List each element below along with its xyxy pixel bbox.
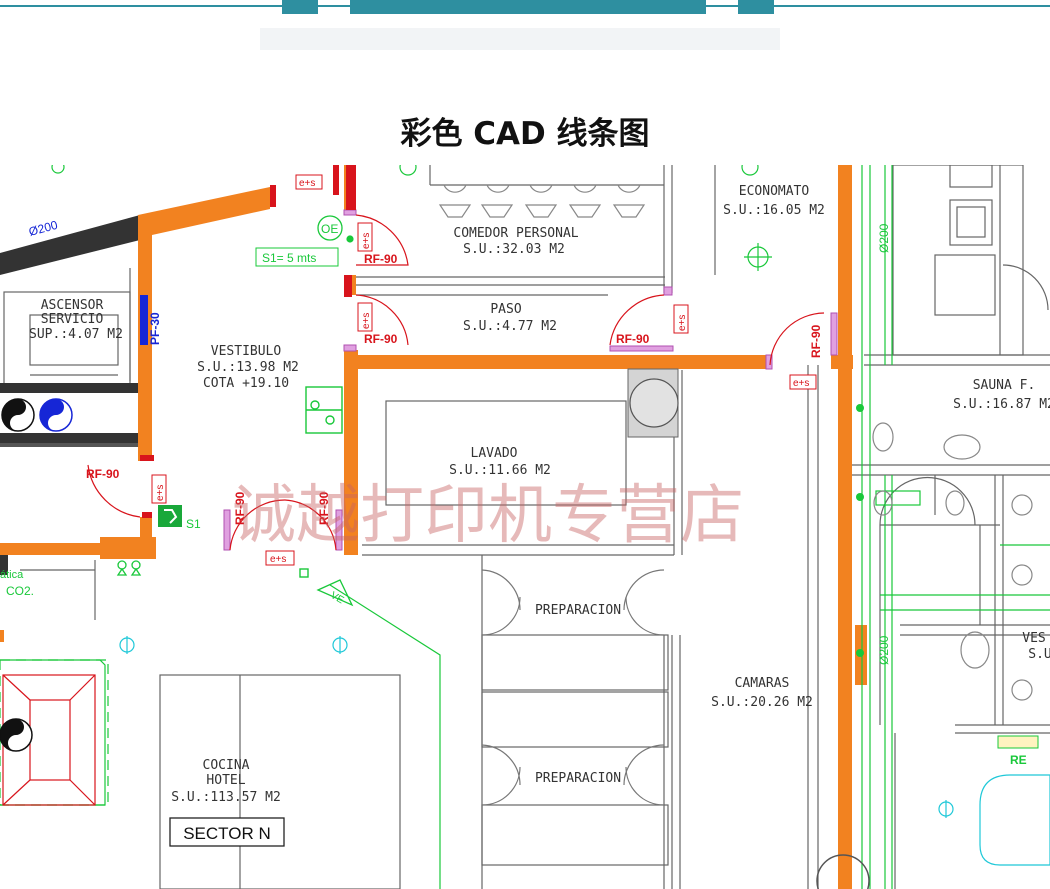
room-cocina-area: S.U.:113.57 M2 <box>171 790 281 805</box>
room-cocina-name1: COCINA <box>203 758 250 773</box>
re-sign-box <box>997 735 1039 749</box>
fan-icon <box>1 398 35 432</box>
door-label-rf90-vertical: RF-90 <box>317 491 331 525</box>
es-box <box>265 550 295 566</box>
room-lavado-area: S.U.:11.66 M2 <box>449 463 551 478</box>
s1-sign-label: S1= 5 mts <box>262 251 316 265</box>
door-label-pf30: PF-30 <box>148 312 162 345</box>
room-camaras-area: S.U.:20.26 M2 <box>711 695 813 710</box>
door-jambs <box>223 209 838 551</box>
room-ascensor-name2: SERVICIO <box>41 312 104 327</box>
room-ascensor-name1: ASCENSOR <box>41 298 104 313</box>
s1-label: S1 <box>186 517 201 531</box>
room-vest-partial-area: S.U <box>1028 647 1050 662</box>
room-vestibulo-area: S.U.:13.98 M2 <box>197 360 299 375</box>
room-paso-area: S.U.:4.77 M2 <box>463 319 557 334</box>
room-lavado-name: LAVADO <box>471 446 518 461</box>
room-preparacion-label-2: PREPARACION <box>535 771 621 786</box>
sanitary-fixtures <box>872 422 1033 701</box>
hydrant-icon <box>116 560 142 576</box>
door-label-rf90-vertical: RF-90 <box>809 324 823 358</box>
co2-label: CO2. <box>6 584 34 598</box>
es-label: e+s <box>793 378 809 389</box>
es-label-vertical: e+s <box>361 233 372 249</box>
room-paso-name: PASO <box>490 302 521 317</box>
room-comedor-area: S.U.:32.03 M2 <box>463 242 565 257</box>
room-economato-name: ECONOMATO <box>739 184 810 199</box>
oe-circle <box>317 215 343 241</box>
floor-plan: ASCENSOR SERVICIO SUP.:4.07 M2 VESTIBULO… <box>0 165 1050 889</box>
thin-lines <box>3 165 1050 889</box>
room-comedor-name: COMEDOR PERSONAL <box>453 226 578 241</box>
green-fixtures <box>51 165 921 657</box>
sink-symbol <box>299 386 343 578</box>
atica-label: ática <box>0 569 24 581</box>
page-title: 彩色 CAD 线条图 <box>400 116 650 152</box>
header-tab-left <box>282 0 318 14</box>
room-vestibulo-cota: COTA +19.10 <box>203 376 289 391</box>
room-preparacion-label: PREPARACION <box>535 603 621 618</box>
door-swings <box>87 214 825 551</box>
es-box <box>789 374 817 390</box>
fan-icon <box>39 398 73 432</box>
ve-label: VE <box>329 590 346 606</box>
room-vest-partial: VES <box>1022 631 1045 646</box>
oe-label: OE <box>321 222 338 236</box>
exit-sign-icon <box>158 505 182 527</box>
room-vestibulo-name: VESTIBULO <box>211 344 282 359</box>
es-box-vertical <box>151 474 167 504</box>
light-fixtures <box>119 636 1050 866</box>
es-box-vertical <box>357 302 373 332</box>
sector-label: SECTOR N <box>183 824 271 843</box>
header-glow <box>260 28 780 50</box>
fan-symbols <box>0 398 73 752</box>
es-box-vertical <box>673 304 689 334</box>
es-box-vertical <box>357 222 373 252</box>
es-label: e+s <box>299 178 315 189</box>
watermark: 诚越打印机专营店 <box>232 479 744 553</box>
room-camaras-name: CAMARAS <box>735 676 790 691</box>
es-label: e+s <box>270 554 286 565</box>
comedor-chairs <box>438 184 646 218</box>
es-label-vertical: e+s <box>361 313 372 329</box>
pf30-door-bar <box>140 295 148 345</box>
door-label-rf90-vertical: RF-90 <box>233 491 247 525</box>
s1-sign-box <box>255 247 339 267</box>
es-label-vertical: e+s <box>677 315 688 331</box>
grey-door-arcs <box>481 569 665 806</box>
pipe-label-blue: Ø200 <box>27 218 59 239</box>
dark-walls <box>0 215 140 575</box>
sector-box <box>169 817 285 847</box>
fan-icon <box>0 718 33 752</box>
evac-arrow-icon <box>316 579 354 607</box>
red-bars <box>140 165 356 518</box>
orange-walls <box>0 165 867 889</box>
room-ascensor-area: SUP.:4.07 M2 <box>29 327 123 342</box>
top-decoration <box>0 0 1050 50</box>
es-label-vertical: e+s <box>155 485 166 501</box>
round-column <box>816 854 870 889</box>
header-tab-right <box>738 0 774 14</box>
room-economato-area: S.U.:16.05 M2 <box>723 203 825 218</box>
room-sauna-name: SAUNA F. <box>973 378 1036 393</box>
room-sauna-area: S.U.:16.87 M2 <box>953 397 1050 412</box>
door-label-rf90: RF-90 <box>616 332 650 346</box>
door-label-rf90: RF-90 <box>86 467 120 481</box>
door-label-rf90: RF-90 <box>364 332 398 346</box>
room-cocina-name2: HOTEL <box>206 773 245 788</box>
pipe-label-2: Ø200 <box>877 635 891 665</box>
green-lines <box>0 165 1050 889</box>
pipe-label: Ø200 <box>877 223 891 253</box>
re-label: RE <box>1010 753 1027 767</box>
es-box <box>295 174 323 190</box>
door-label-rf90: RF-90 <box>364 252 398 266</box>
header-tab-center <box>350 0 706 14</box>
lavado-column <box>627 368 679 438</box>
